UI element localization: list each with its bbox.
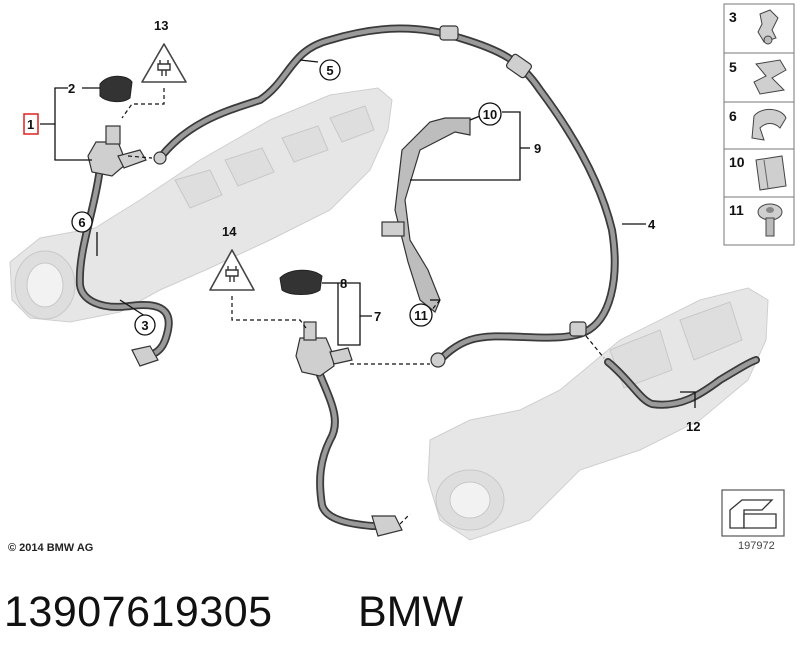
orientation-arrow-icon xyxy=(721,489,785,537)
legend-item-3: 3 xyxy=(729,9,779,45)
dash-13 xyxy=(121,88,165,119)
clip-icon xyxy=(753,59,787,95)
svg-text:5: 5 xyxy=(729,59,737,75)
hose-7 xyxy=(314,366,403,537)
legend-item-6: 6 xyxy=(729,108,787,141)
callout-1: 1 xyxy=(27,117,34,132)
hose-clip-icon xyxy=(757,9,779,45)
svg-text:10: 10 xyxy=(729,154,745,170)
brand-name: BMW xyxy=(358,588,464,636)
hose-4-5 xyxy=(153,24,619,368)
callout-4: 4 xyxy=(648,217,656,232)
svg-text:5: 5 xyxy=(326,63,333,78)
svg-text:3: 3 xyxy=(141,318,148,333)
hose-6 xyxy=(75,164,173,367)
callout-13: 13 xyxy=(154,18,168,33)
cap-2 xyxy=(99,75,133,103)
svg-text:11: 11 xyxy=(414,308,428,323)
callout-11-circle: 11 xyxy=(409,303,433,327)
holder-icon xyxy=(755,155,787,191)
legend-item-5: 5 xyxy=(729,59,787,95)
callout-2: 2 xyxy=(68,81,75,96)
dash-14 xyxy=(231,296,307,329)
valve-7 xyxy=(295,321,353,377)
callout-6-circle: 6 xyxy=(71,211,93,233)
legend-item-11: 11 xyxy=(729,202,783,237)
svg-text:10: 10 xyxy=(483,107,497,122)
svg-text:11: 11 xyxy=(729,202,744,218)
highlight-box-1 xyxy=(23,113,39,135)
callout-7: 7 xyxy=(374,309,381,324)
cap-8 xyxy=(279,269,323,295)
legend-panel: 3 5 6 10 11 xyxy=(723,3,795,246)
screw-icon xyxy=(757,203,783,237)
svg-text:6: 6 xyxy=(729,108,737,124)
part-number: 13907619305 xyxy=(4,588,273,636)
diagram-id: 197972 xyxy=(738,540,775,552)
warning-triangle-13 xyxy=(141,43,187,83)
warning-triangle-14 xyxy=(209,249,255,291)
svg-text:6: 6 xyxy=(78,215,85,230)
copyright-text: © 2014 BMW AG xyxy=(8,542,94,554)
callout-9: 9 xyxy=(534,141,541,156)
dash-12-conn xyxy=(585,335,605,359)
callout-3-circle: 3 xyxy=(134,314,156,336)
svg-text:3: 3 xyxy=(729,9,737,25)
legend-item-10: 10 xyxy=(729,154,787,191)
valve-1 xyxy=(87,125,147,177)
hose-12 xyxy=(604,356,760,409)
callout-14: 14 xyxy=(222,224,237,239)
bracket-9 xyxy=(381,117,471,313)
callout-10-circle: 10 xyxy=(478,102,502,126)
diagram-canvas: 1 2 13 14 4 9 8 7 12 5 6 3 10 11 3 xyxy=(9,3,795,541)
clamp-icon xyxy=(751,109,787,141)
dash-7-end xyxy=(399,513,411,525)
callout-8: 8 xyxy=(340,276,347,291)
intake-manifold-ghost xyxy=(9,87,393,323)
callout-12: 12 xyxy=(686,419,700,434)
callout-5-circle: 5 xyxy=(319,59,341,81)
